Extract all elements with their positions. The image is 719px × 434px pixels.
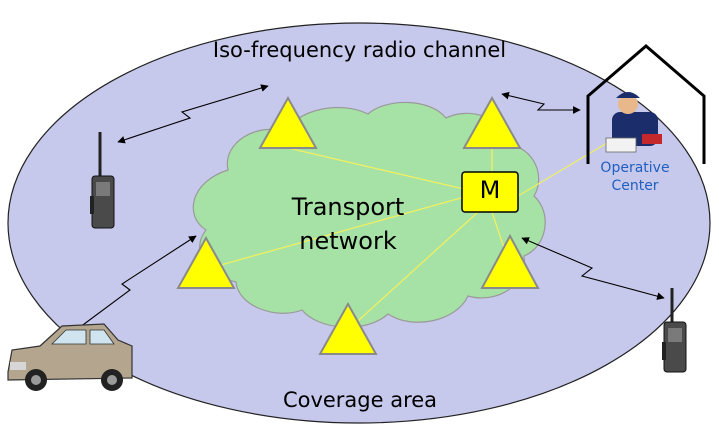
base-station-top-right	[462, 95, 522, 149]
handheld-radio-left	[90, 132, 115, 229]
base-station-bottom	[318, 301, 378, 355]
radio-link-vehicle	[67, 235, 197, 337]
title-iso-frequency: Iso-frequency radio channel	[212, 38, 507, 62]
link-m-operative	[517, 139, 613, 197]
radio-links	[67, 84, 665, 337]
link-bottom-m	[347, 211, 479, 331]
radio-link-handheld-right	[521, 237, 665, 300]
operative-center-label-line2: Center	[611, 178, 659, 194]
master-node-box	[461, 171, 519, 213]
handheld-radio-right	[662, 288, 687, 373]
transport-network-label: Transport network	[262, 190, 434, 258]
coverage-area-label: Coverage area	[282, 388, 438, 412]
operator-figure	[605, 92, 662, 153]
house-outline	[586, 44, 706, 164]
transport-network-label-line1: Transport	[291, 193, 405, 221]
link-left-m	[209, 195, 469, 269]
transport-network-label-line2: network	[299, 227, 397, 255]
radio-link-operative	[501, 91, 581, 114]
operative-center-label-line1: Operative	[600, 160, 670, 176]
vehicle-suv	[7, 323, 133, 391]
base-station-top-left	[258, 95, 318, 149]
link-tl-m	[287, 147, 469, 191]
radio-link-handheld-left	[117, 84, 269, 144]
operative-center-house	[586, 44, 706, 164]
master-node-label: M	[479, 176, 501, 204]
